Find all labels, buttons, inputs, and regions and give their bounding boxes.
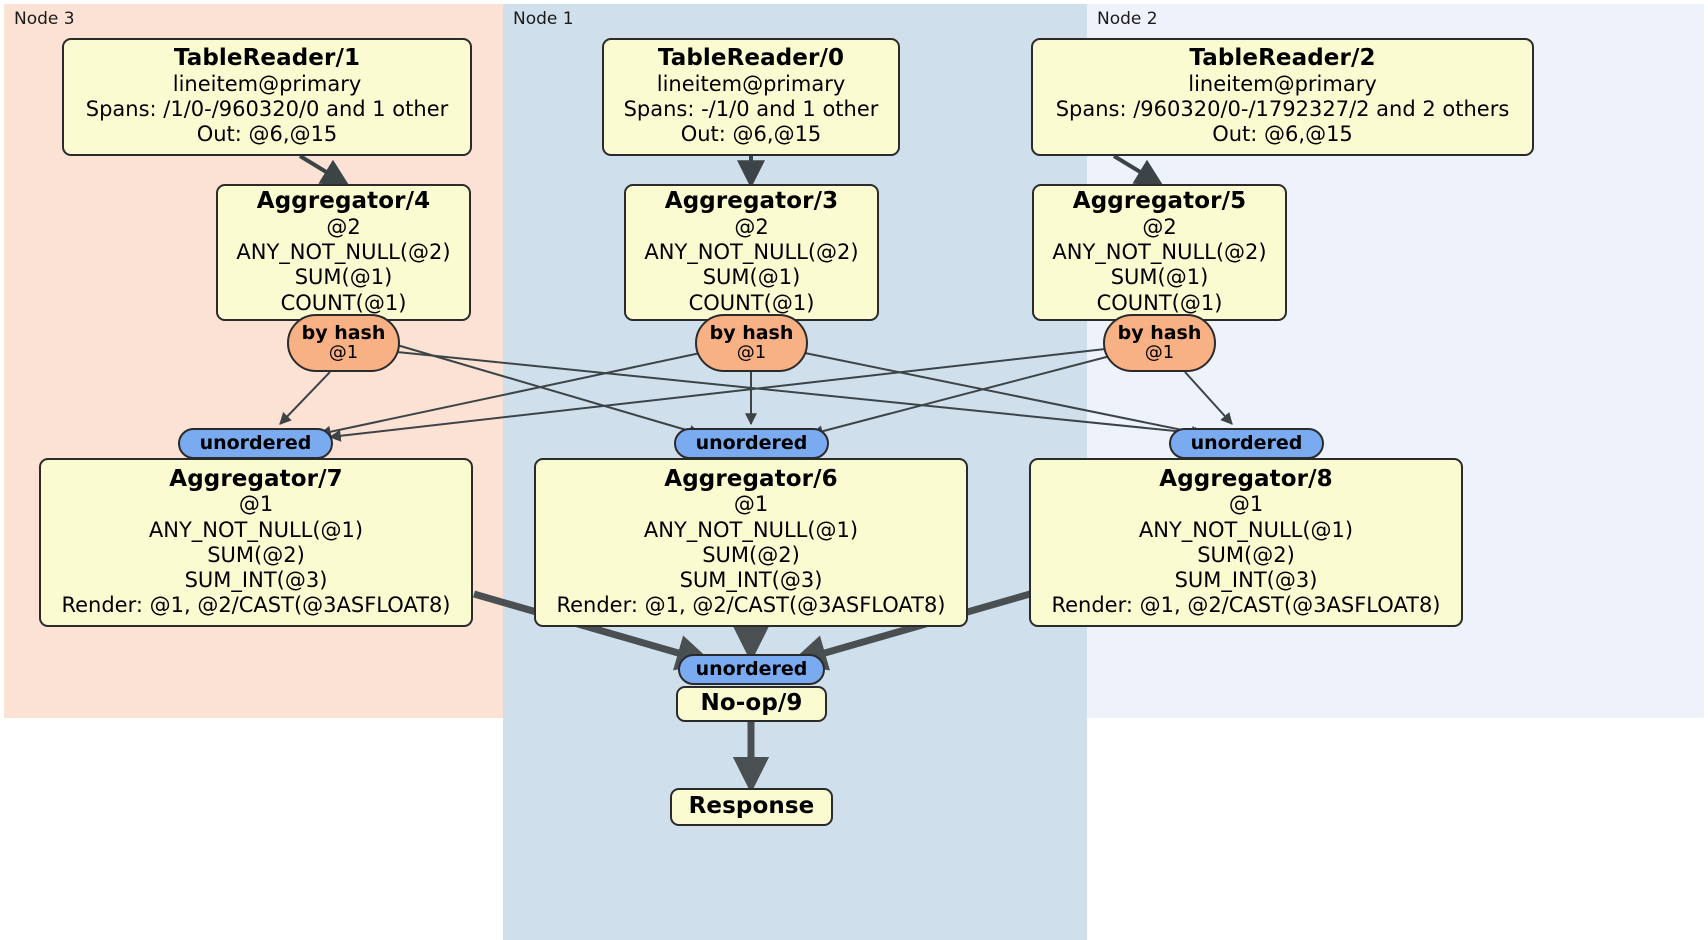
router-type-label: by hash bbox=[301, 321, 386, 344]
box-title: Aggregator/5 bbox=[1072, 188, 1247, 215]
box-tablereader2[interactable]: TableReader/2 lineitem@primary Spans: /9… bbox=[1031, 38, 1534, 156]
box-line: ANY_NOT_NULL(@1) bbox=[1138, 517, 1354, 542]
router-type-label: unordered bbox=[695, 432, 808, 454]
box-line: Out: @6,@15 bbox=[1212, 122, 1353, 147]
box-line: ANY_NOT_NULL(@2) bbox=[644, 240, 859, 265]
box-line: lineitem@primary bbox=[172, 72, 362, 97]
box-line: lineitem@primary bbox=[656, 72, 846, 97]
router-unordered-mid[interactable]: unordered bbox=[674, 428, 829, 459]
box-aggregator6[interactable]: Aggregator/6 @1 ANY_NOT_NULL(@1) SUM(@2)… bbox=[534, 458, 968, 627]
box-line: ANY_NOT_NULL(@1) bbox=[643, 517, 859, 542]
router-column-label: @1 bbox=[1144, 341, 1175, 363]
router-hash-mid[interactable]: by hash @1 bbox=[695, 314, 808, 372]
box-line: Out: @6,@15 bbox=[680, 122, 822, 147]
node-panel-label-node1: Node 1 bbox=[513, 9, 574, 29]
box-line: @2 bbox=[1142, 215, 1177, 239]
box-title: Aggregator/6 bbox=[664, 465, 838, 492]
box-aggregator7[interactable]: Aggregator/7 @1 ANY_NOT_NULL(@1) SUM(@2)… bbox=[39, 458, 473, 627]
router-unordered-right[interactable]: unordered bbox=[1169, 428, 1324, 459]
box-line: SUM_INT(@3) bbox=[184, 567, 328, 592]
box-title: Aggregator/3 bbox=[664, 188, 839, 215]
box-aggregator3[interactable]: Aggregator/3 @2 ANY_NOT_NULL(@2) SUM(@1)… bbox=[624, 184, 879, 321]
box-line: SUM(@2) bbox=[702, 542, 800, 567]
box-line: COUNT(@1) bbox=[280, 290, 407, 315]
box-aggregator5[interactable]: Aggregator/5 @2 ANY_NOT_NULL(@2) SUM(@1)… bbox=[1032, 184, 1287, 321]
router-unordered-final[interactable]: unordered bbox=[678, 654, 825, 685]
node-panel-label-node2: Node 2 bbox=[1097, 9, 1158, 29]
box-title: No-op/9 bbox=[700, 690, 803, 717]
box-line: lineitem@primary bbox=[1188, 72, 1377, 97]
router-column-label: @1 bbox=[328, 341, 359, 363]
box-line: COUNT(@1) bbox=[1096, 290, 1223, 315]
box-line: @2 bbox=[734, 215, 769, 239]
router-unordered-left[interactable]: unordered bbox=[178, 428, 333, 459]
router-type-label: unordered bbox=[199, 432, 312, 454]
box-line: SUM_INT(@3) bbox=[679, 567, 823, 592]
box-line: SUM_INT(@3) bbox=[1174, 567, 1318, 592]
box-line: ANY_NOT_NULL(@1) bbox=[148, 517, 364, 542]
router-hash-left[interactable]: by hash @1 bbox=[287, 314, 400, 372]
router-column-label: @1 bbox=[736, 341, 767, 363]
box-line: SUM(@1) bbox=[294, 265, 393, 290]
router-type-label: unordered bbox=[1190, 432, 1303, 454]
box-line: @1 bbox=[238, 492, 274, 517]
box-title: Aggregator/8 bbox=[1159, 465, 1333, 492]
box-line: Spans: /1/0-/960320/0 and 1 other bbox=[85, 97, 449, 122]
box-noop9[interactable]: No-op/9 bbox=[676, 686, 827, 722]
router-type-label: unordered bbox=[695, 658, 808, 680]
box-aggregator4[interactable]: Aggregator/4 @2 ANY_NOT_NULL(@2) SUM(@1)… bbox=[216, 184, 471, 321]
box-line: @1 bbox=[1228, 492, 1264, 517]
box-title: TableReader/1 bbox=[173, 45, 361, 72]
box-line: SUM(@2) bbox=[207, 542, 305, 567]
box-line: Spans: /960320/0-/1792327/2 and 2 others bbox=[1055, 97, 1510, 122]
box-tablereader1[interactable]: TableReader/1 lineitem@primary Spans: /1… bbox=[62, 38, 472, 156]
box-title: Aggregator/4 bbox=[256, 188, 431, 215]
box-line: Render: @1, @2/CAST(@3ASFLOAT8) bbox=[61, 593, 451, 618]
box-response[interactable]: Response bbox=[670, 788, 833, 826]
box-line: Spans: -/1/0 and 1 other bbox=[623, 97, 879, 122]
box-line: Render: @1, @2/CAST(@3ASFLOAT8) bbox=[556, 593, 946, 618]
box-title: Aggregator/7 bbox=[169, 465, 343, 492]
box-title: Response bbox=[688, 793, 815, 820]
node-panel-label-node3: Node 3 bbox=[14, 9, 75, 29]
box-line: @1 bbox=[733, 492, 769, 517]
box-title: TableReader/2 bbox=[1189, 45, 1376, 72]
box-line: SUM(@2) bbox=[1197, 542, 1295, 567]
box-line: Out: @6,@15 bbox=[196, 122, 338, 147]
box-line: Render: @1, @2/CAST(@3ASFLOAT8) bbox=[1051, 593, 1441, 618]
box-title: TableReader/0 bbox=[657, 45, 845, 72]
router-type-label: by hash bbox=[1117, 321, 1202, 344]
box-line: SUM(@1) bbox=[1110, 265, 1209, 290]
box-line: COUNT(@1) bbox=[688, 290, 815, 315]
box-aggregator8[interactable]: Aggregator/8 @1 ANY_NOT_NULL(@1) SUM(@2)… bbox=[1029, 458, 1463, 627]
box-line: SUM(@1) bbox=[702, 265, 801, 290]
box-line: @2 bbox=[326, 215, 361, 239]
router-type-label: by hash bbox=[709, 321, 794, 344]
router-hash-right[interactable]: by hash @1 bbox=[1103, 314, 1216, 372]
box-tablereader0[interactable]: TableReader/0 lineitem@primary Spans: -/… bbox=[602, 38, 900, 156]
box-line: ANY_NOT_NULL(@2) bbox=[1052, 240, 1267, 265]
box-line: ANY_NOT_NULL(@2) bbox=[236, 240, 451, 265]
